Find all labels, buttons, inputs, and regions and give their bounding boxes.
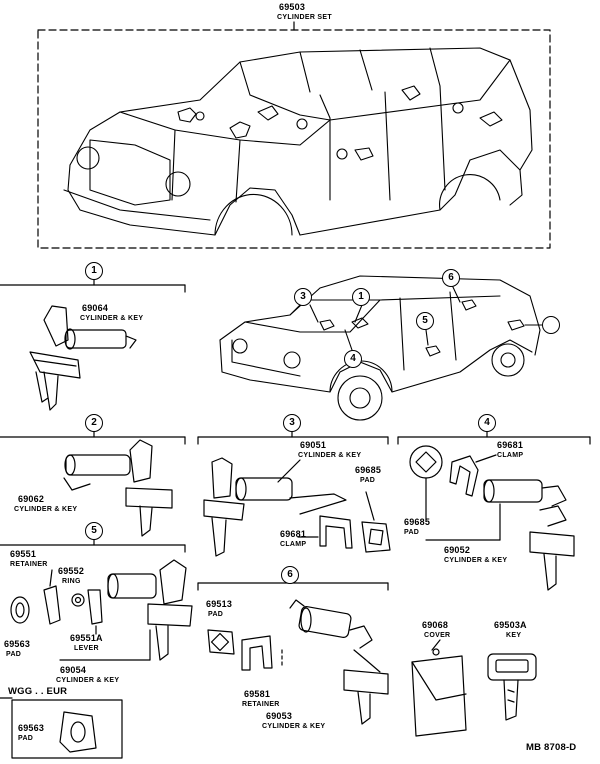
wgg-pad-name: PAD (18, 735, 34, 742)
s5-retainer-name: RETAINER (10, 561, 48, 568)
s4-pad-name: PAD (404, 529, 420, 536)
cylinder-set-frame (37, 21, 551, 249)
s6-pad-number: 69513 (206, 599, 233, 609)
cover-drawing (411, 639, 467, 737)
s6-retainer-name: RETAINER (242, 701, 280, 708)
callout-6 (542, 316, 560, 334)
s5-lever-number: 69551A (70, 633, 103, 643)
s4-part-number: 69052 (444, 545, 471, 555)
section-1-number: 1 (85, 262, 103, 280)
s6-part-name: CYLINDER & KEY (262, 723, 326, 730)
s4-clamp-name: CLAMP (497, 452, 524, 459)
s3-pad-number: 69685 (355, 465, 382, 475)
s4-clamp-number: 69681 (497, 440, 524, 450)
section-6-number: 6 (281, 566, 299, 584)
s4-part-name: CYLINDER & KEY (444, 557, 508, 564)
section-4-number: 4 (478, 414, 496, 432)
s6-part-number: 69053 (266, 711, 293, 721)
key-part-name: KEY (506, 632, 522, 639)
s2-part-number: 69062 (18, 494, 45, 504)
wgg-eur-box (0, 697, 123, 759)
cover-part-name: COVER (424, 632, 451, 639)
section-2-cylinder-key-drawing (63, 439, 173, 537)
section-1-bracket (0, 277, 186, 293)
s5-ring-number: 69552 (58, 566, 85, 576)
key-drawing (487, 653, 537, 721)
s5-retainer-number: 69551 (10, 549, 37, 559)
callout-5: 6 (442, 269, 460, 287)
top-part-name: CYLINDER SET (277, 14, 332, 21)
vehicle-top-illustration (63, 47, 533, 236)
s3-pad-name: PAD (360, 477, 376, 484)
section-1-cylinder-key-drawing (29, 305, 137, 411)
wgg-pad-number: 69563 (18, 723, 45, 733)
s3-part-name: CYLINDER & KEY (298, 452, 362, 459)
diagram-code: MB 8708-D (526, 742, 577, 753)
wgg-eur-title: WGG . . EUR (8, 686, 68, 697)
vehicle-lower-illustration (219, 275, 543, 421)
callout-2: 3 (294, 288, 312, 306)
s3-clamp-number: 69681 (280, 529, 307, 539)
section-3-number: 3 (283, 414, 301, 432)
s5-pad-name: PAD (6, 651, 22, 658)
section-4-bracket (397, 429, 591, 445)
top-part-number: 69503 (279, 2, 306, 12)
s2-part-name: CYLINDER & KEY (14, 506, 78, 513)
section-5-number: 5 (85, 522, 103, 540)
callout-4: 5 (416, 312, 434, 330)
key-part-number: 69503A (494, 620, 527, 630)
section-5-cylinder-key-drawing (10, 559, 193, 661)
s3-part-number: 69051 (300, 440, 327, 450)
s5-lever-name: LEVER (74, 645, 99, 652)
callout-3: 1 (352, 288, 370, 306)
section-3-cylinder-key-drawing (203, 457, 391, 557)
s6-retainer-number: 69581 (244, 689, 271, 699)
section-6-cylinder-key-drawing (207, 599, 389, 725)
s6-pad-name: PAD (208, 611, 224, 618)
s5-pad-number: 69563 (4, 639, 31, 649)
s1-part-name: CYLINDER & KEY (80, 315, 144, 322)
s3-clamp-name: CLAMP (280, 541, 307, 548)
section-2-bracket (0, 429, 186, 445)
s5-ring-name: RING (62, 578, 81, 585)
section-2-number: 2 (85, 414, 103, 432)
cover-part-number: 69068 (422, 620, 449, 630)
s1-part-number: 69064 (82, 303, 109, 313)
callout-1: 4 (344, 350, 362, 368)
s4-pad-number: 69685 (404, 517, 431, 527)
section-3-bracket (197, 429, 389, 445)
s5-part-number: 69054 (60, 665, 87, 675)
section-4-cylinder-key-drawing (409, 445, 575, 591)
s5-part-name: CYLINDER & KEY (56, 677, 120, 684)
